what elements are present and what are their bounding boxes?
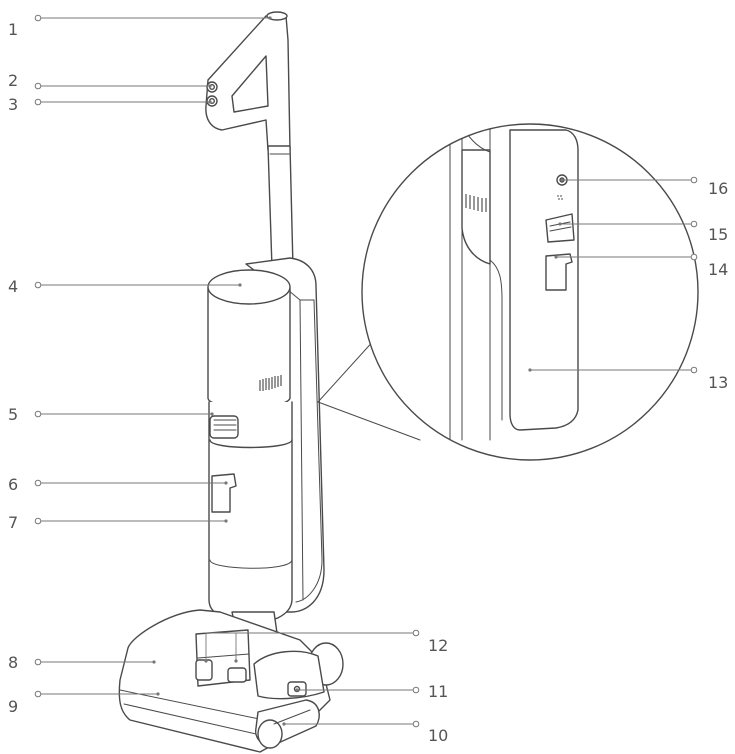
extension-tube: [267, 145, 294, 269]
leader-12: [204, 629, 420, 663]
callout-10: 10: [428, 726, 448, 745]
callout-7: 7: [8, 513, 18, 532]
leader-2: [34, 82, 212, 90]
detail-magnifier: [361, 123, 699, 461]
top-tank: [207, 269, 291, 408]
leader-5: [34, 410, 214, 418]
leader-15: [558, 220, 698, 228]
leader-6: [34, 479, 228, 487]
leader-8: [34, 658, 156, 666]
leader-13: [528, 366, 698, 374]
callout-12: 12: [428, 636, 448, 655]
leader-11: [295, 686, 420, 694]
leader-7: [34, 517, 228, 525]
leader-4: [34, 281, 242, 289]
callout-14: 14: [708, 260, 728, 279]
callout-numbers: 1 2 3 4 5 6 7 8 9 10 11 12 13 14 15 16: [8, 20, 728, 745]
leader-14: [554, 253, 698, 261]
vacuum-illustration: [118, 11, 699, 753]
leader-1: [34, 14, 272, 22]
handle: [205, 11, 291, 151]
callout-6: 6: [8, 475, 18, 494]
callout-5: 5: [8, 405, 18, 424]
leader-10: [282, 720, 420, 728]
lower-tank: [208, 401, 293, 624]
callout-2: 2: [8, 71, 18, 90]
callout-8: 8: [8, 653, 18, 672]
leader-3: [34, 98, 212, 106]
callout-4: 4: [8, 277, 18, 296]
callout-3: 3: [8, 95, 18, 114]
callout-leaders: [34, 14, 698, 728]
vent-grille: [259, 375, 282, 391]
magnified-vent-grille: [465, 194, 487, 212]
callout-1: 1: [8, 20, 18, 39]
callout-13: 13: [708, 373, 728, 392]
leader-9: [34, 690, 160, 698]
callout-15: 15: [708, 225, 728, 244]
callout-16: 16: [708, 179, 728, 198]
zoom-line-lower: [317, 401, 421, 441]
leader-16: [560, 176, 698, 184]
callout-9: 9: [8, 697, 18, 716]
callout-11: 11: [428, 682, 448, 701]
zoom-line-upper: [317, 337, 377, 403]
floor-head: [118, 609, 344, 753]
